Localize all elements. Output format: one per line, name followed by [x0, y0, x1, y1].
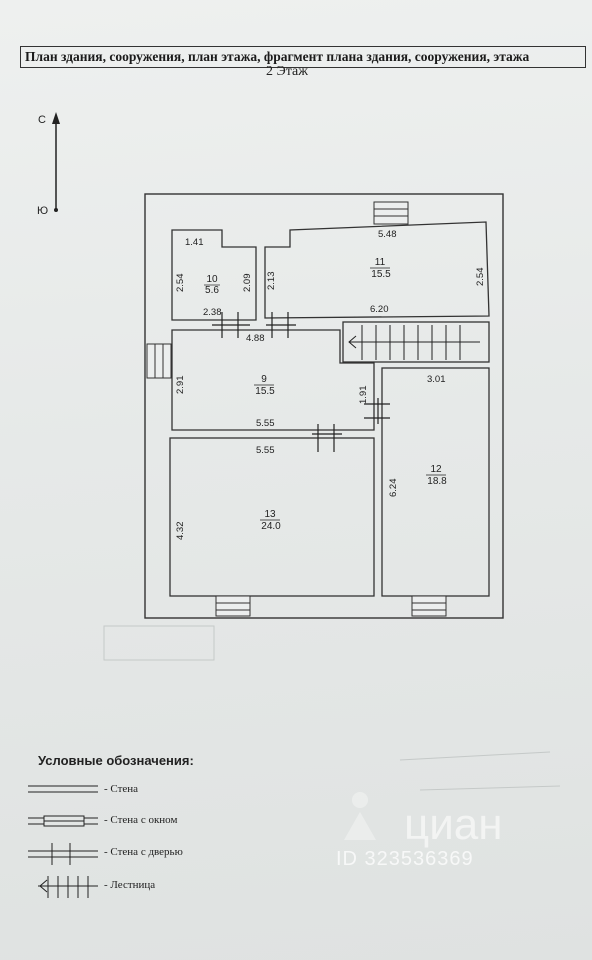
- header-box: План здания, сооружения, план этажа, фра…: [20, 46, 586, 68]
- room-12-number: 12: [430, 464, 442, 475]
- room-10-number: 10: [206, 274, 218, 285]
- room-10-outline: [171, 229, 257, 321]
- room-12-area: 18.8: [427, 476, 447, 487]
- watermark-id: ID 323536369: [336, 848, 474, 870]
- room-11-label: 11 15.5: [370, 257, 391, 280]
- room-9-outline: [171, 329, 375, 431]
- room-12-label: 12 18.8: [426, 464, 447, 487]
- door-room-13: [312, 424, 342, 452]
- dimension-labels: 1.41 2.54 2.09 2.38 5.48 2.13 2.54 6.20 …: [175, 229, 486, 540]
- dim-r10-left: 2.54: [175, 274, 186, 293]
- staircase-block: [342, 321, 490, 363]
- window-left: [146, 343, 172, 379]
- room-9-number: 9: [261, 374, 267, 385]
- dim-r13-top: 5.55: [256, 445, 275, 456]
- dim-r11-top: 5.48: [378, 229, 397, 240]
- window-bottom-left: [215, 595, 251, 617]
- room-13-area: 24.0: [261, 521, 281, 532]
- room-13-label: 13 24.0: [260, 509, 281, 532]
- room-11-area: 15.5: [371, 269, 391, 280]
- legend-wall-label: - Стена: [104, 783, 139, 795]
- dim-r13-left: 4.32: [175, 522, 186, 541]
- room-10-area: 5.6: [205, 285, 219, 296]
- door-room-10: [212, 312, 250, 338]
- room-9-area: 15.5: [255, 386, 275, 397]
- legend-stair-symbol: [38, 876, 98, 898]
- faint-background-lines: [103, 625, 561, 791]
- dim-r10-bottom: 2.38: [203, 307, 222, 318]
- dim-r12-left: 6.24: [388, 479, 399, 498]
- outer-wall: [144, 193, 504, 619]
- room-11-outline: [264, 221, 490, 319]
- header-title: План здания, сооружения, план этажа, фра…: [25, 49, 530, 64]
- watermark-brand: циан: [404, 800, 503, 849]
- dim-r12-top: 3.01: [427, 374, 446, 385]
- window-bottom-right: [411, 595, 447, 617]
- dim-r9-bottom: 5.55: [256, 418, 275, 429]
- legend-title: Условные обозначения:: [38, 753, 194, 768]
- door-room-11: [266, 312, 296, 338]
- legend-window-label: - Стена с окном: [104, 814, 178, 826]
- legend-window-symbol: [28, 815, 98, 827]
- room-11-number: 11: [375, 257, 386, 268]
- legend-wall-symbol: [28, 785, 98, 793]
- compass-south: Ю: [37, 205, 48, 217]
- window-top: [373, 201, 409, 225]
- room-13-outline: [169, 437, 375, 597]
- room-13-number: 13: [264, 509, 276, 520]
- floor-title: 2 Этаж: [266, 64, 308, 79]
- legend-door-symbol: [28, 843, 98, 865]
- room-10-label: 10 5.6: [204, 274, 220, 296]
- cian-logo-icon: [344, 792, 376, 840]
- dim-r11-right: 2.54: [475, 268, 486, 287]
- compass-arrow: [52, 112, 60, 212]
- door-room-12: [364, 398, 390, 424]
- dim-r10-top: 1.41: [185, 237, 204, 248]
- dim-r9-right: 1.91: [358, 386, 369, 405]
- dim-r10-right: 2.09: [242, 274, 253, 293]
- dim-r9-left: 2.91: [175, 376, 186, 395]
- dim-r11-left: 2.13: [266, 272, 277, 291]
- room-9-label: 9 15.5: [254, 374, 275, 397]
- dim-r9-top: 4.88: [246, 333, 265, 344]
- staircase-steps: [348, 325, 480, 360]
- legend-stair-label: - Лестница: [104, 879, 156, 891]
- legend-door-label: - Стена с дверью: [104, 846, 183, 858]
- compass-north: С: [38, 114, 46, 126]
- dim-r11-bottom: 6.20: [370, 304, 389, 315]
